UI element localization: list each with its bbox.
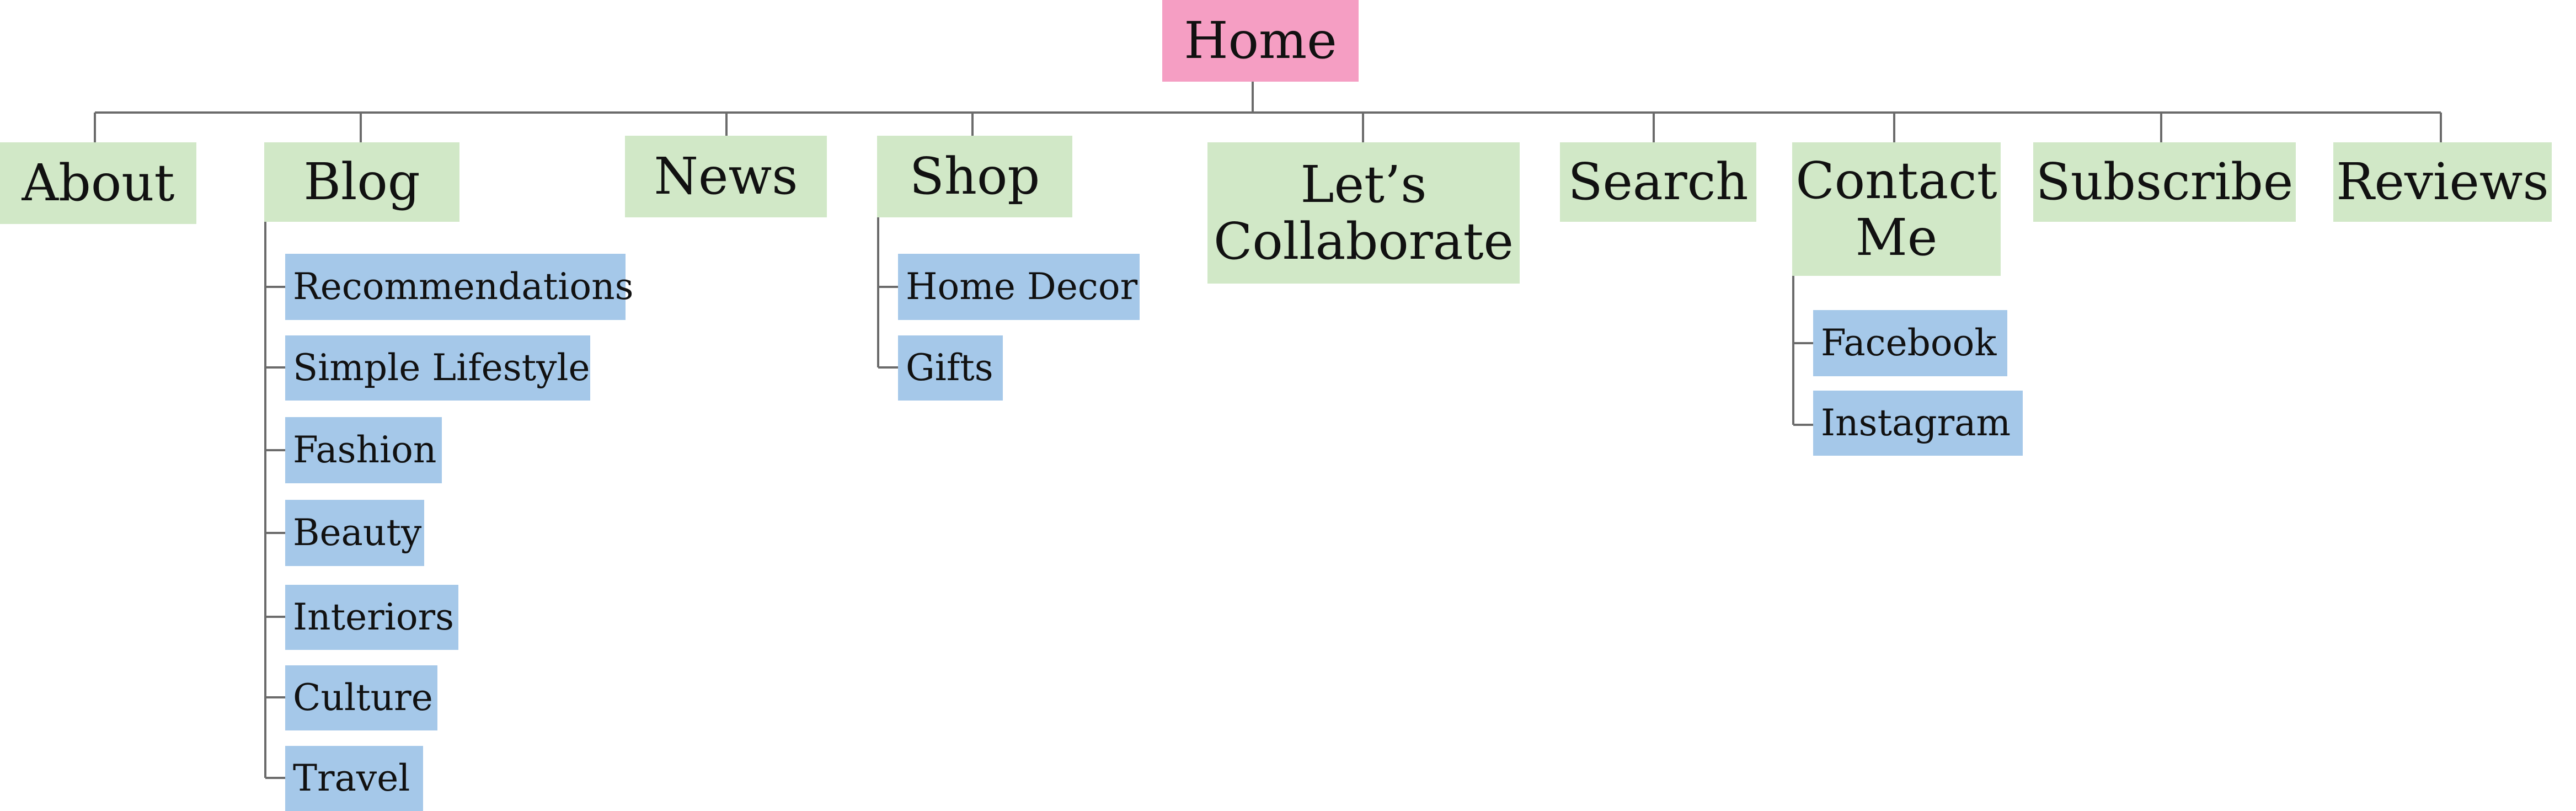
node-contact-me: Contact Me <box>1792 142 2001 276</box>
node-travel: Travel <box>285 746 423 811</box>
node-culture: Culture <box>285 665 437 730</box>
node-instagram: Instagram <box>1813 391 2023 456</box>
node-interiors: Interiors <box>285 585 458 650</box>
node-about: About <box>0 142 196 224</box>
node-recommendations: Recommendations <box>285 254 634 320</box>
node-fashion: Fashion <box>285 417 442 483</box>
node-facebook: Facebook <box>1813 310 2007 376</box>
node-beauty: Beauty <box>285 500 424 566</box>
node-subscribe: Subscribe <box>2033 142 2296 222</box>
node-lets-collaborate: Let’s Collaborate <box>1207 142 1520 284</box>
node-home: Home <box>1162 0 1359 82</box>
node-gifts: Gifts <box>898 335 1003 401</box>
node-search: Search <box>1560 142 1756 222</box>
node-reviews: Reviews <box>2333 142 2552 222</box>
node-blog: Blog <box>264 142 459 222</box>
node-home-decor: Home Decor <box>898 254 1140 320</box>
node-simple-lifestyle: Simple Lifestyle <box>285 335 590 401</box>
node-shop: Shop <box>877 136 1072 217</box>
node-news: News <box>625 136 827 217</box>
